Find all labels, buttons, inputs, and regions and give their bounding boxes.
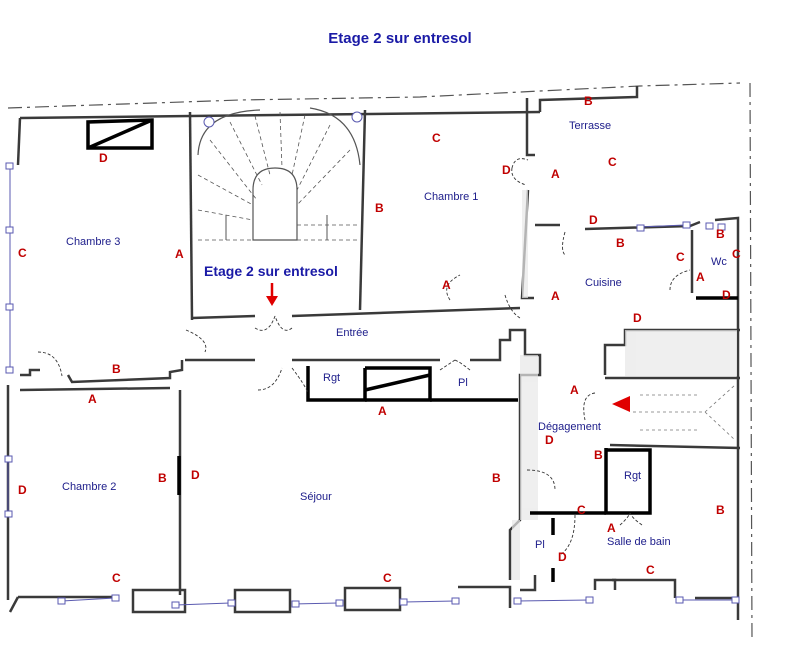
wall-label: B: [716, 503, 725, 517]
wall-label: C: [383, 571, 392, 585]
property-boundary: [7, 82, 753, 641]
wall-label: B: [584, 94, 593, 108]
room-label: Entrée: [336, 327, 369, 339]
room-label: Pl: [458, 377, 468, 389]
wall-label: D: [99, 151, 108, 165]
wall-label: C: [676, 250, 685, 264]
wall-label: B: [158, 471, 167, 485]
room-label: Rgt: [624, 470, 642, 482]
room-label: Chambre 2: [62, 481, 117, 493]
wall-label: D: [545, 433, 554, 447]
wall-label: A: [88, 392, 97, 406]
wall-label: C: [732, 247, 741, 261]
secondary-stairs: [633, 384, 736, 441]
wall-label: D: [722, 288, 731, 302]
room-label: Pl: [535, 539, 545, 551]
room-label: Cuisine: [585, 277, 622, 289]
room-label: Terrasse: [569, 120, 612, 132]
wall-label: C: [608, 155, 617, 169]
wall-label: A: [378, 404, 387, 418]
wall-label: C: [646, 563, 655, 577]
wall-label: D: [589, 213, 598, 227]
wall-label: B: [112, 362, 121, 376]
wall-label: A: [607, 521, 616, 535]
wall-label: B: [375, 201, 384, 215]
room-label: Wc: [711, 256, 727, 268]
room-label: Chambre 3: [66, 236, 121, 248]
wall-label: D: [191, 468, 200, 482]
arrow-icon: [266, 283, 630, 412]
page-title: Etage 2 sur entresol: [328, 30, 472, 47]
room-label: Séjour: [300, 491, 332, 503]
wall-label: A: [570, 383, 579, 397]
wall-label: A: [551, 167, 560, 181]
wall-fill: [512, 190, 737, 580]
stairwell: [197, 107, 361, 241]
wall-label: A: [696, 270, 705, 284]
wall-label: C: [112, 571, 121, 585]
windows: [4, 111, 740, 609]
wall-label: B: [492, 471, 501, 485]
wall-label: D: [633, 311, 642, 325]
room-label: Chambre 1: [424, 191, 479, 203]
floor-callout-label: Etage 2 sur entresol: [204, 263, 338, 279]
room-label: Dégagement: [538, 421, 601, 433]
wall-label: A: [551, 289, 560, 303]
wall-label: D: [558, 550, 567, 564]
wall-label: C: [577, 503, 586, 517]
wall-label: A: [175, 247, 184, 261]
door-swings: [37, 158, 691, 556]
wall-label: A: [442, 278, 451, 292]
wall-label: D: [18, 483, 27, 497]
wall-label: B: [716, 227, 725, 241]
wall-label: B: [594, 448, 603, 462]
wall-label: B: [616, 236, 625, 250]
thick-partitions: [86, 118, 738, 582]
room-label: Rgt: [323, 372, 341, 384]
wall-label: C: [432, 131, 441, 145]
wall-label: D: [502, 163, 511, 177]
wall-label: C: [18, 246, 27, 260]
room-label: Salle de bain: [607, 536, 671, 548]
